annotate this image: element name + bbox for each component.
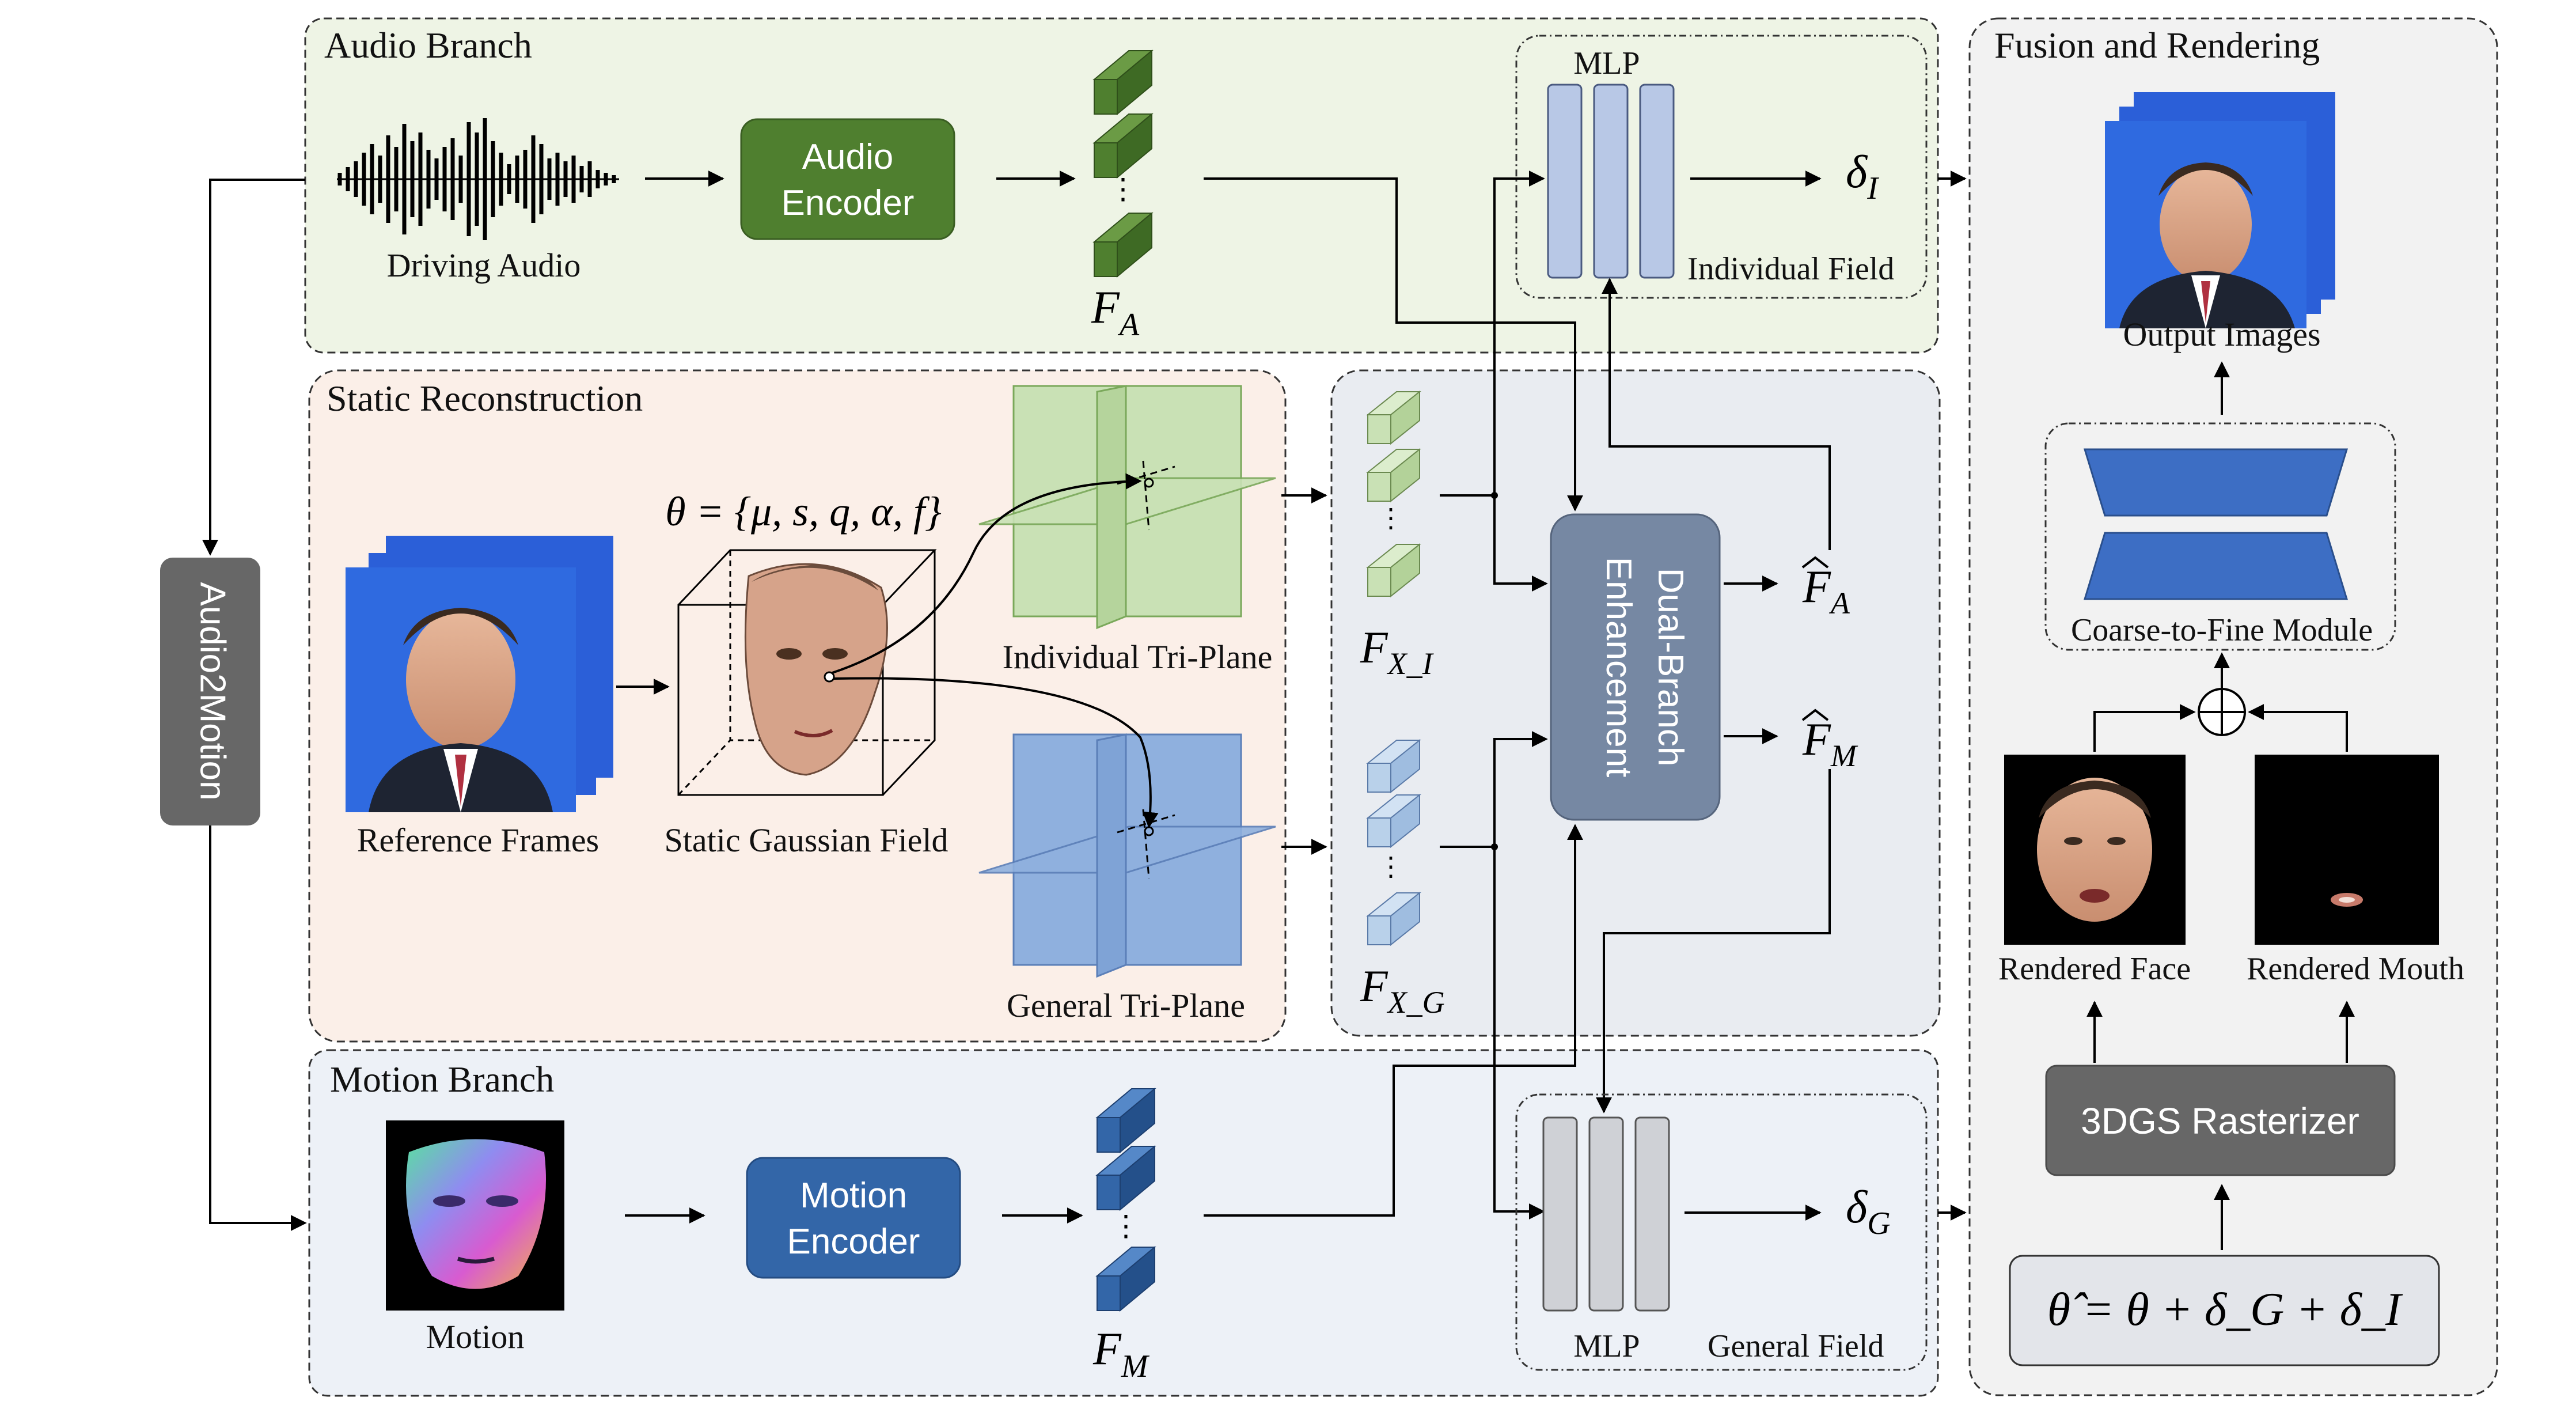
- arrow-head-to-individual-plane: [832, 473, 1142, 674]
- motion-encoder-label-line1: Motion: [800, 1176, 907, 1215]
- driving-audio-caption: Driving Audio: [387, 247, 581, 284]
- junction-dot-fxg: [1491, 843, 1498, 850]
- motion-encoder-box: [746, 1157, 961, 1279]
- motion-caption: Motion: [426, 1318, 525, 1355]
- audio-branch-panel: [304, 17, 1939, 354]
- c2f-encoder-trapezoid: [2083, 448, 2349, 517]
- fa-hat-label: FA: [1801, 556, 1850, 620]
- motion-branch-panel: [308, 1049, 1939, 1397]
- dual-branch-label-line1: Dual-Branch: [1651, 568, 1690, 767]
- c2f-decoder-trapezoid: [2083, 532, 2349, 600]
- motion-feature-cubes: ⋮: [1095, 1087, 1156, 1312]
- individual-triplane-icon: [978, 385, 1276, 630]
- general-field-label: General Field: [1708, 1328, 1884, 1364]
- static-reconstruction-title: Static Reconstruction: [327, 378, 643, 419]
- dual-branch-enhancement-box: [1550, 513, 1721, 821]
- general-mlp-label: MLP: [1573, 1328, 1640, 1364]
- rendered-mouth-caption: Rendered Mouth: [2247, 951, 2464, 987]
- output-images-caption: Output Images: [2123, 316, 2320, 353]
- fusion-rendering-title: Fusion and Rendering: [1994, 25, 2320, 66]
- individual-mlp-label: MLP: [1573, 46, 1640, 81]
- fxg-label: FX_G: [1360, 961, 1445, 1020]
- svg-text:FM: FM: [1802, 714, 1858, 773]
- delta-i-label: δI: [1846, 147, 1879, 206]
- general-mlp-layers: [1542, 1116, 1670, 1312]
- reference-frames-caption: Reference Frames: [357, 821, 599, 859]
- junction-dot-fxi: [1491, 492, 1498, 499]
- coarse-to-fine-label: Coarse-to-Fine Module: [2071, 612, 2373, 648]
- individual-triplane-caption: Individual Tri-Plane: [1003, 638, 1273, 676]
- gaussian-sample-point: [824, 671, 835, 683]
- general-triplane-caption: General Tri-Plane: [1007, 987, 1245, 1024]
- theta-equation: θ = {μ, s, q, α, f}: [665, 488, 942, 535]
- audio-encoder-label-line1: Audio: [802, 137, 894, 177]
- sum-operator-icon: [2198, 688, 2246, 736]
- audio2motion-bottom-connector: [209, 825, 307, 1231]
- individual-field-box: [1515, 35, 1928, 299]
- individual-mlp-layers: [1547, 84, 1675, 279]
- svg-text:⋮: ⋮: [1378, 503, 1404, 533]
- gaussian-head-image: [744, 563, 888, 776]
- rendered-face-caption: Rendered Face: [1998, 951, 2191, 987]
- fxg-feature-cubes: ⋮: [1366, 739, 1421, 946]
- general-triplane-icon: [978, 733, 1276, 978]
- motion-map-image: [386, 1120, 564, 1311]
- motion-branch-title: Motion Branch: [330, 1059, 554, 1100]
- audio2motion-box: [160, 558, 260, 825]
- audio-branch-title: Audio Branch: [324, 25, 532, 66]
- coarse-to-fine-box: [2044, 422, 2396, 651]
- audio-waveform-icon: [337, 118, 619, 240]
- arrow-head-to-general-plane: [833, 677, 1159, 828]
- general-field-box: [1515, 1093, 1928, 1371]
- static-gaussian-field-caption: Static Gaussian Field: [665, 821, 949, 859]
- dual-branch-label-line2: Enhancement: [1599, 557, 1638, 778]
- connector-lines: [1204, 171, 1831, 1220]
- fxi-label: FX_I: [1360, 622, 1435, 681]
- delta-g-label: δG: [1846, 1182, 1891, 1241]
- arrow-mouth-to-sum: [2248, 704, 2348, 752]
- reference-frames-image: [346, 536, 613, 812]
- svg-text:⋮: ⋮: [1378, 852, 1404, 881]
- 3dgs-rasterizer-box: [2045, 1065, 2396, 1176]
- fm-hat-label: FM: [1801, 709, 1858, 773]
- audio-encoder-box: [740, 118, 955, 240]
- rendered-face-image: [2004, 755, 2186, 945]
- final-equation-box: [2009, 1255, 2440, 1366]
- audio2motion-label: Audio2Motion: [193, 582, 233, 800]
- 3dgs-rasterizer-label: 3DGS Rasterizer: [2081, 1100, 2359, 1142]
- audio-feature-cubes: ⋮: [1092, 49, 1154, 278]
- audio-encoder-label-line2: Encoder: [781, 183, 915, 223]
- motion-encoder-label-line2: Encoder: [787, 1222, 920, 1262]
- output-images-stack: [2105, 92, 2335, 328]
- svg-text:⋮: ⋮: [1109, 173, 1137, 205]
- svg-text:FA: FA: [1802, 562, 1850, 620]
- rendered-mouth-image: [2255, 755, 2439, 945]
- fm-label: FM: [1092, 1324, 1150, 1384]
- fxi-feature-cubes: ⋮: [1366, 390, 1421, 598]
- audio2motion-top-connector: [202, 179, 305, 556]
- final-equation: θ̂ = θ + δ_G + δ_I: [2047, 1283, 2403, 1335]
- svg-text:⋮: ⋮: [1111, 1210, 1140, 1242]
- fa-label: FA: [1091, 282, 1140, 343]
- arrow-face-to-sum: [2093, 704, 2196, 752]
- individual-field-label: Individual Field: [1687, 251, 1894, 287]
